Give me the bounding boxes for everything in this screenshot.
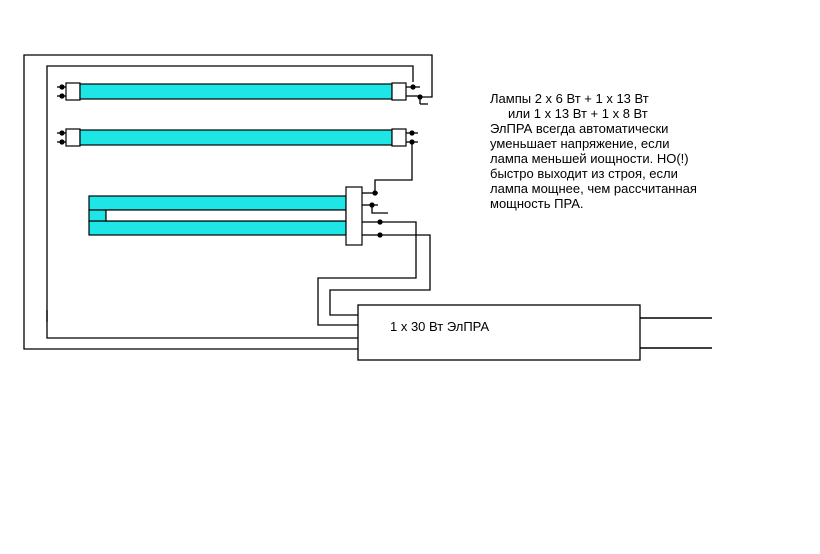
- lamp-3-connector-block: [345, 186, 363, 246]
- ballast-label: 1 х 30 Вт ЭлПРА: [390, 319, 489, 334]
- inner-left-wire: [46, 65, 414, 339]
- lamp-3-compact: [88, 186, 431, 326]
- lamp-2-pin-dot: [409, 130, 415, 136]
- lamp-1-left-cap: [65, 82, 81, 101]
- note-line-3: ЭлПРА всегда автоматически: [490, 121, 668, 136]
- lamp-3-pin-dot: [369, 202, 375, 208]
- ballast-unit: 1 х 30 Вт ЭлПРА: [357, 304, 712, 361]
- note-line-6: быстро выходит из строя, если: [490, 166, 678, 181]
- note-line-1: Лампы 2 х 6 Вт + 1 х 13 Вт: [490, 91, 649, 106]
- explanatory-note: Лампы 2 х 6 Вт + 1 х 13 Вт или 1 х 13 Вт…: [490, 91, 697, 211]
- note-line-5: лампа меньшей иощности. НО(!): [490, 151, 689, 166]
- lamp-1-right-cap: [391, 82, 407, 101]
- note-line-8: мощность ПРА.: [490, 196, 584, 211]
- lamp-3-bridge: [88, 209, 107, 222]
- lamp-2-right-cap: [391, 128, 407, 147]
- outer-frame-wire: [23, 54, 433, 350]
- lamp-1-tube: [79, 83, 393, 100]
- lamp-3-bridge-gap: [105, 209, 347, 222]
- lamp-2-pin-dot: [409, 139, 415, 145]
- note-line-4: уменьшает напряжение, если: [490, 136, 669, 151]
- lamp-1-pin-dot: [59, 84, 65, 90]
- lamp-1-pin-dot: [59, 93, 65, 99]
- note-line-2: или 1 х 13 Вт + 1 х 8 Вт: [508, 106, 648, 121]
- lamp-1-pin-dot: [410, 84, 416, 90]
- lamp-2-pin-dot: [59, 130, 65, 136]
- lamp-1: [57, 82, 428, 105]
- lamp-3-pin-dot: [377, 232, 383, 238]
- lamp-2-tube: [79, 129, 393, 146]
- ballast-box: [357, 304, 641, 361]
- lamp-3-lower-leg: [88, 220, 347, 236]
- lamp-3-pin-dot: [377, 219, 383, 225]
- lamp-2-left-cap: [65, 128, 81, 147]
- note-line-7: лампа мощнее, чем рассчитанная: [490, 181, 697, 196]
- lamp-2: [57, 128, 418, 193]
- outer-loop-wire: [23, 54, 433, 350]
- lamp-3-pin-dot: [372, 190, 378, 196]
- lamp-2-pin-dot: [59, 139, 65, 145]
- lamp-1-pin-dot: [417, 94, 423, 100]
- lamp-3-upper-leg: [88, 195, 347, 211]
